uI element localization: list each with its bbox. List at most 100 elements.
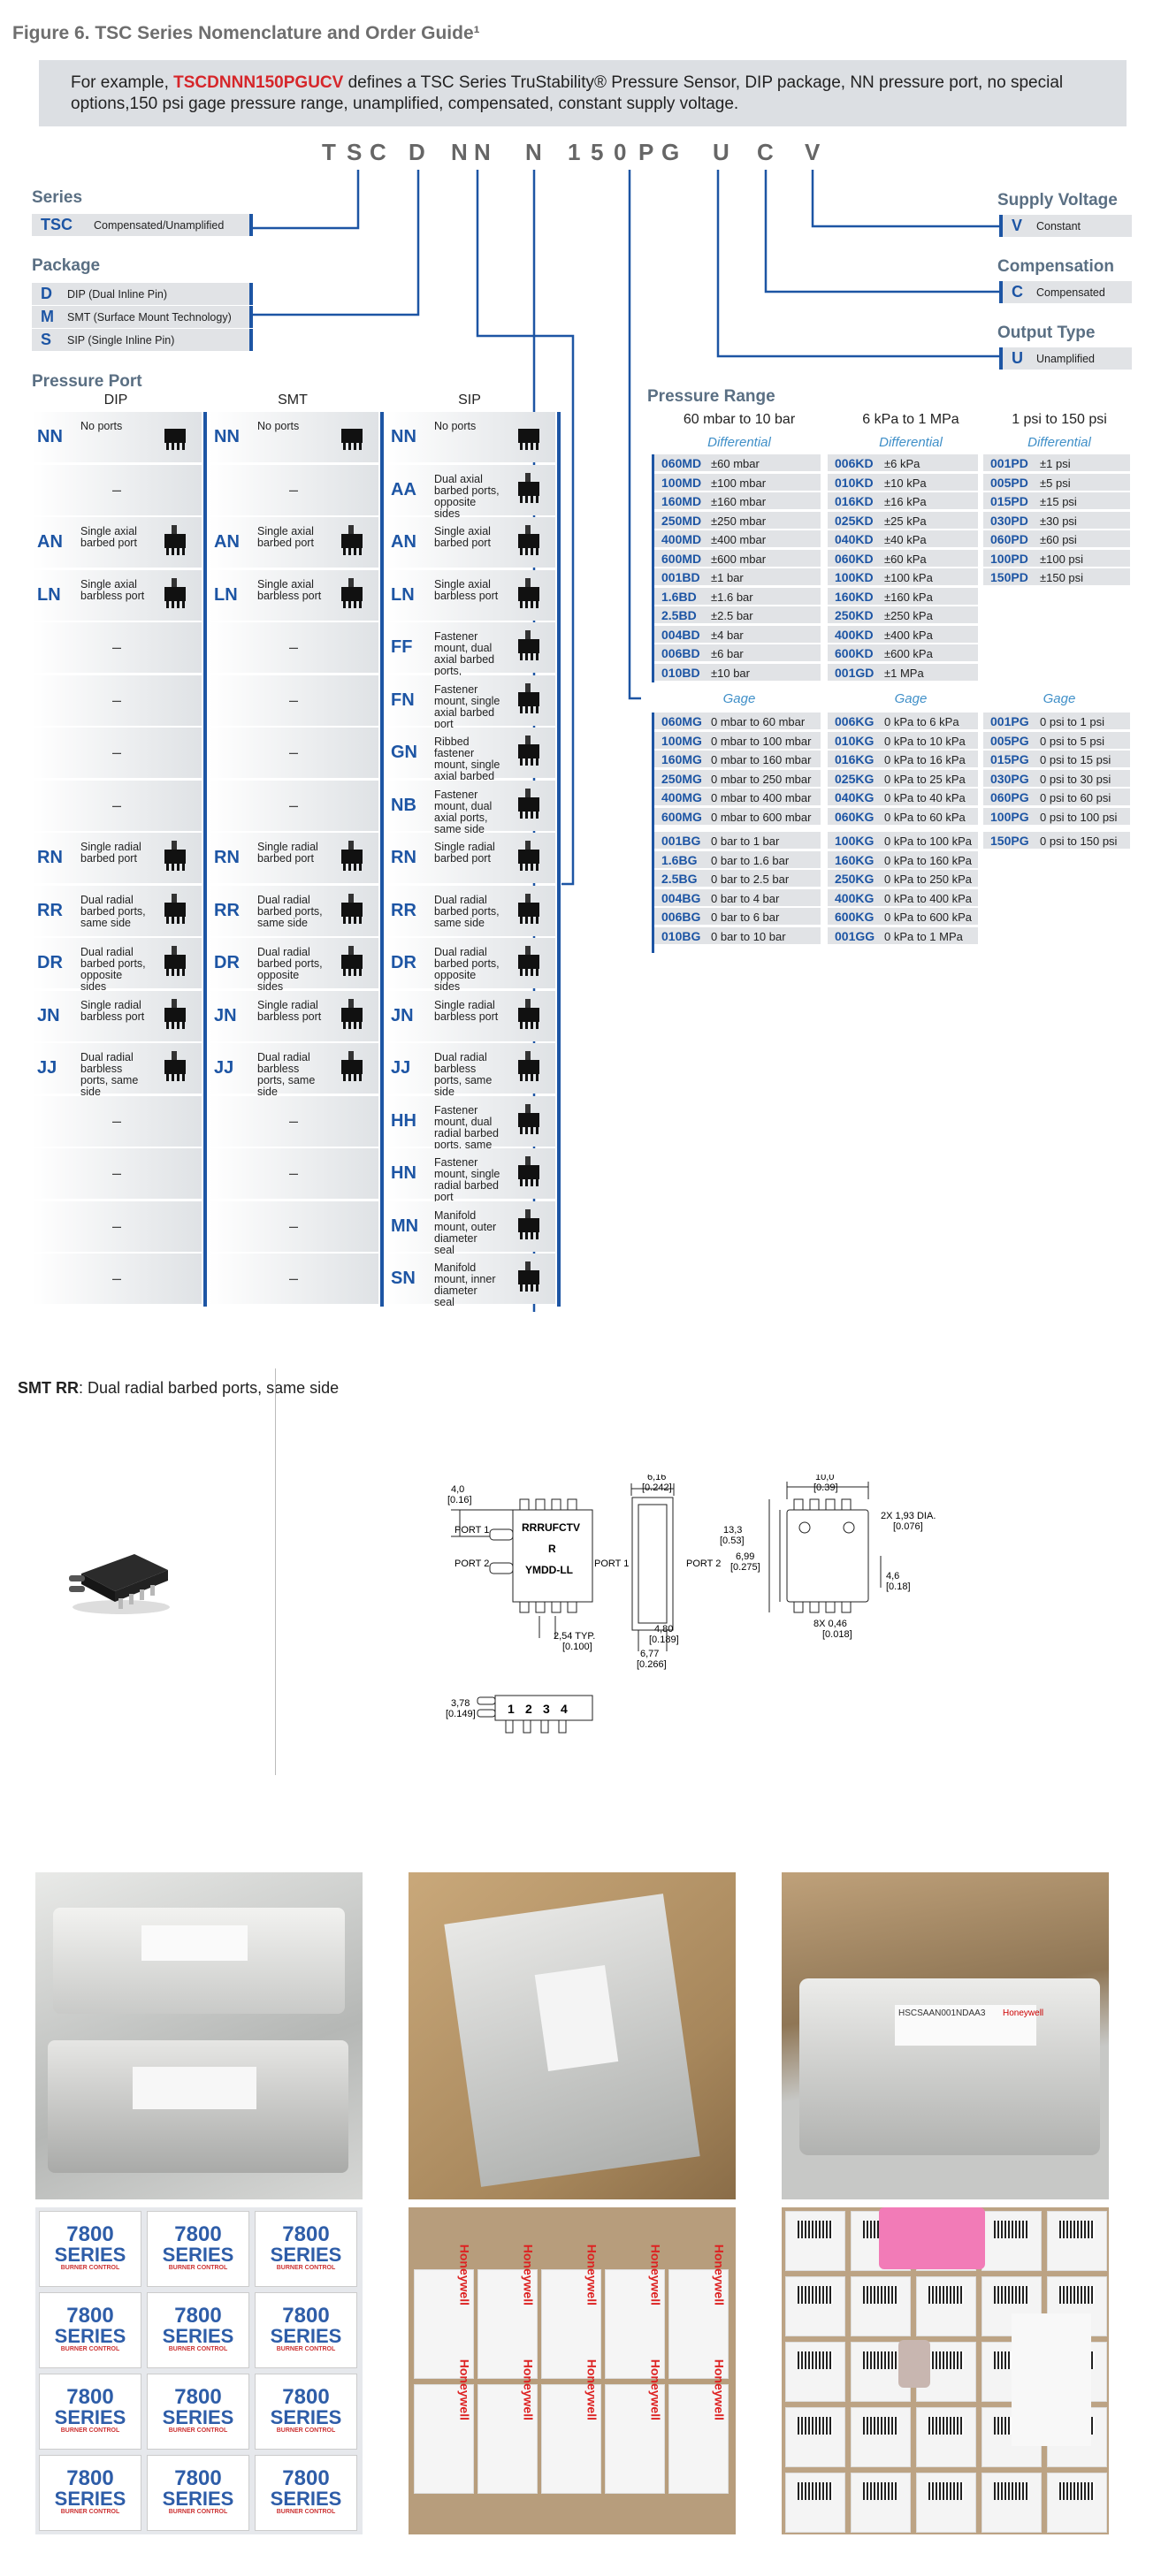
pressure-range-row[interactable]: 1.6BD±1.6 bar (654, 587, 821, 606)
pressure-range-row[interactable]: 005PD±5 psi (983, 473, 1130, 492)
pressure-range-row[interactable]: 250KD±250 kPa (828, 606, 978, 624)
package-option-d[interactable]: D DIP (Dual Inline Pin) (32, 283, 253, 305)
pressure-range-row[interactable]: 004BD±4 bar (654, 625, 821, 644)
pressure-range-row[interactable]: 100MD±100 mbar (654, 473, 821, 492)
pressure-range-row[interactable]: 010KD±10 kPa (828, 473, 978, 492)
pressure-range-row[interactable]: 030PD±30 psi (983, 511, 1130, 530)
pressure-range-row[interactable]: 150PD±150 psi (983, 568, 1130, 586)
pressure-range-row[interactable]: 400MD±400 mbar (654, 530, 821, 548)
series-option-tsc[interactable]: TSC Compensated/Unamplified (32, 214, 253, 236)
package-option-m[interactable]: M SMT (Surface Mount Technology) (32, 306, 253, 328)
output-type-option-u[interactable]: U Unamplified (999, 347, 1132, 370)
pressure-range-row[interactable]: 006BD±6 bar (654, 644, 821, 662)
pressure-range-row[interactable]: 060MD±60 mbar (654, 454, 821, 472)
pressure-range-row[interactable]: 001GD±1 MPa (828, 663, 978, 682)
pressure-range-row[interactable]: 600KD±600 kPa (828, 644, 978, 662)
pressure-range-row[interactable]: 001PD±1 psi (983, 454, 1130, 472)
compensation-option-c[interactable]: C Compensated (999, 281, 1132, 303)
pressure-range-row[interactable]: 010BD±10 bar (654, 663, 821, 682)
pressure-range-row[interactable]: 015PD±15 psi (983, 492, 1130, 510)
pressure-range-row[interactable]: 2.5BD±2.5 bar (654, 606, 821, 624)
pressure-range-row[interactable]: 040KD±40 kPa (828, 530, 978, 548)
pressure-range-row[interactable]: 016KD±16 kPa (828, 492, 978, 510)
pressure-range-row[interactable]: 160MD±160 mbar (654, 492, 821, 510)
pressure-range-row[interactable]: 025KD±25 kPa (828, 511, 978, 530)
package-option-s[interactable]: S SIP (Single Inline Pin) (32, 329, 253, 351)
pressure-range-row[interactable]: 060KD±60 kPa (828, 549, 978, 568)
pressure-range-row[interactable]: 160KD±160 kPa (828, 587, 978, 606)
supply-voltage-option-v[interactable]: V Constant (999, 215, 1132, 237)
pressure-range-row[interactable]: 600MD±600 mbar (654, 549, 821, 568)
pressure-range-row[interactable]: 250MD±250 mbar (654, 511, 821, 530)
pressure-range-row[interactable]: 100KD±100 kPa (828, 568, 978, 586)
pressure-range-row[interactable]: 100PD±100 psi (983, 549, 1130, 568)
pressure-range-row[interactable]: 001BD±1 bar (654, 568, 821, 586)
pressure-range-row[interactable]: 400KD±400 kPa (828, 625, 978, 644)
pressure-range-row[interactable]: 006KD±6 kPa (828, 454, 978, 472)
